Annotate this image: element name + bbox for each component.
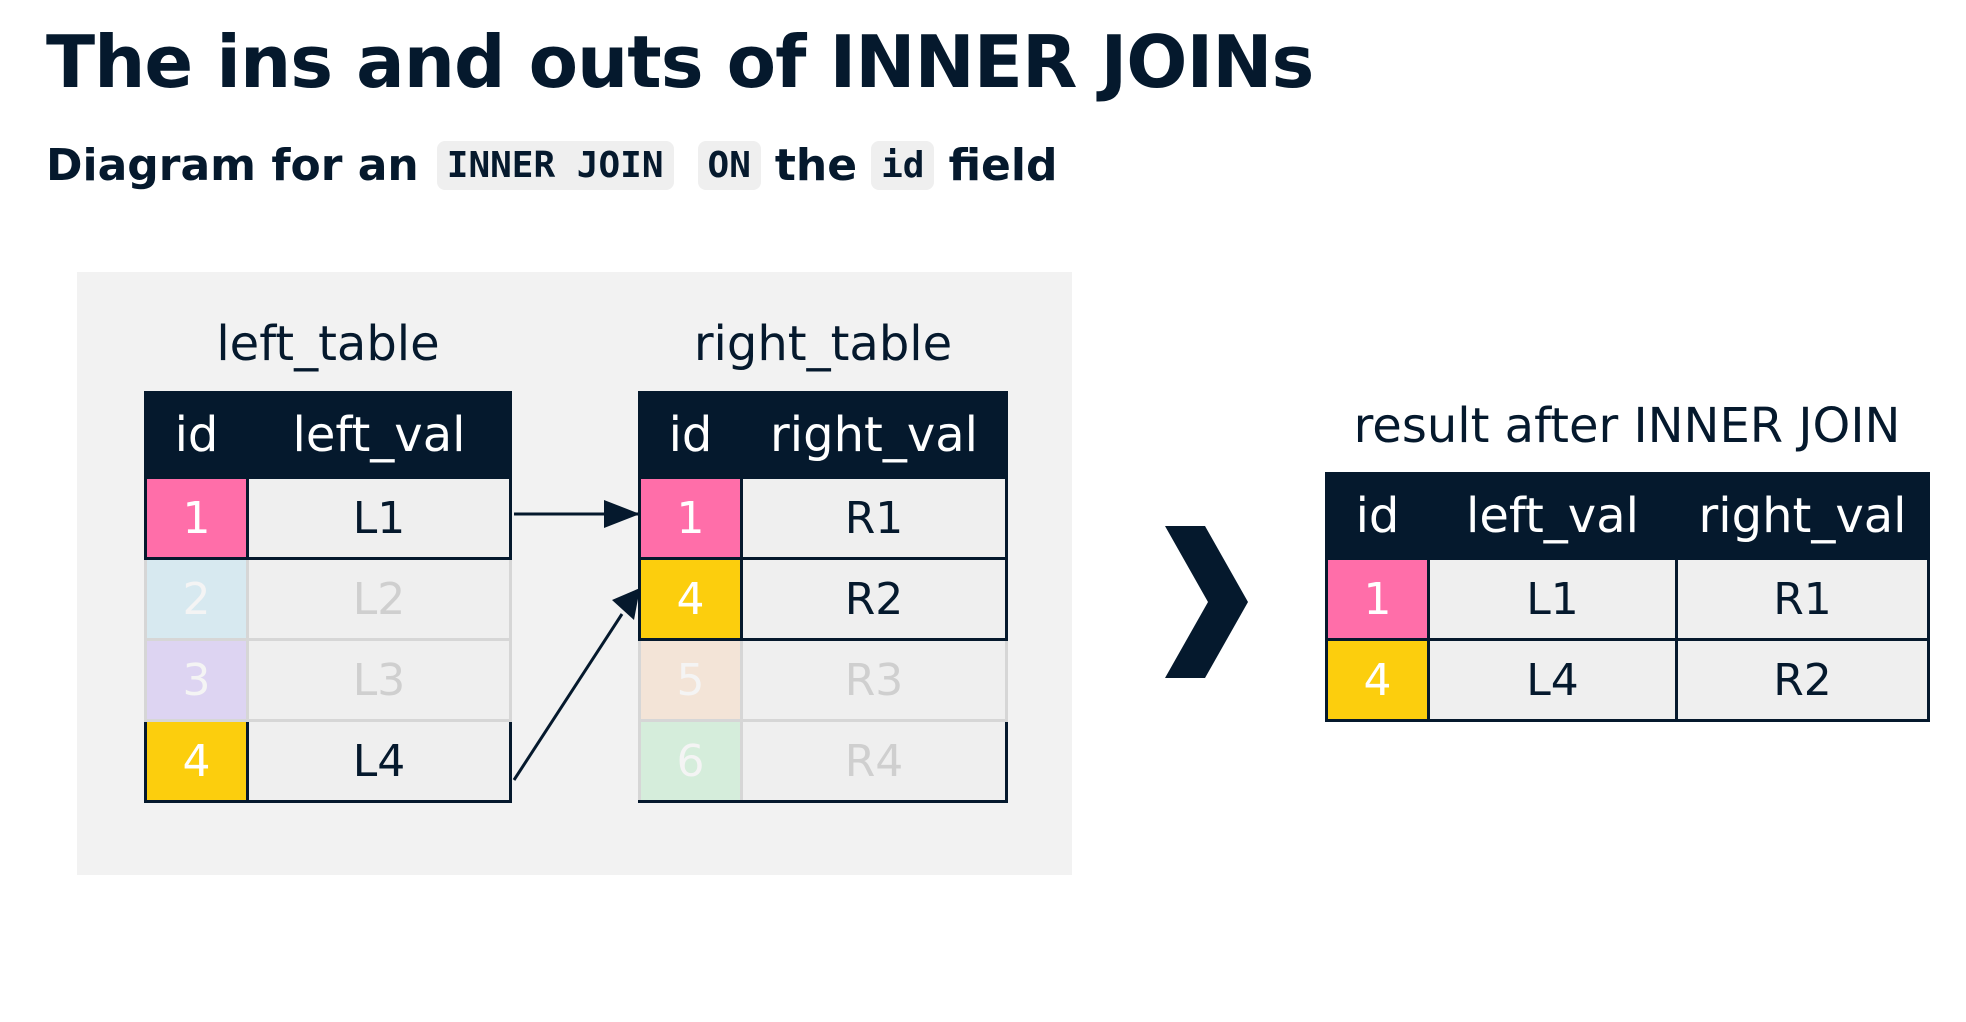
value-cell: R3: [740, 638, 1008, 722]
id-cell: 4: [144, 719, 249, 803]
table-row: 6 R4: [638, 719, 1008, 803]
code-id: id: [871, 140, 935, 190]
subtitle-suffix: field: [948, 139, 1058, 191]
value-cell: L1: [1427, 557, 1678, 641]
id-cell: 4: [1325, 638, 1430, 722]
result-table: id left_val right_val 1 L1 R1 4 L4 R2: [1325, 472, 1930, 722]
table-header-row: id left_val right_val: [1325, 472, 1930, 560]
id-cell: 1: [638, 476, 743, 560]
right-table: id right_val 1 R1 4 R2 5 R3 6 R4: [638, 391, 1008, 803]
column-header: id: [638, 391, 743, 479]
table-header-row: id right_val: [638, 391, 1008, 479]
table-header-row: id left_val: [144, 391, 512, 479]
value-cell: R4: [740, 719, 1008, 803]
page-subtitle: Diagram for an INNER JOIN ON the id fiel…: [46, 132, 1057, 198]
value-cell: R1: [1675, 557, 1930, 641]
table-row: 1 R1: [638, 476, 1008, 560]
arrow-icon: [512, 613, 624, 781]
column-header: id: [144, 391, 249, 479]
result-table-label: result after INNER JOIN: [1353, 398, 1901, 454]
id-cell: 1: [1325, 557, 1430, 641]
value-cell: L2: [246, 557, 512, 641]
id-cell: 5: [638, 638, 743, 722]
value-cell: L3: [246, 638, 512, 722]
id-cell: 2: [144, 557, 249, 641]
right-table-label: right_table: [693, 316, 953, 372]
table-row: 1 L1 R1: [1325, 557, 1930, 641]
left-table: id left_val 1 L1 2 L2 3 L3 4 L4: [144, 391, 512, 803]
subtitle-prefix: Diagram for an: [46, 139, 419, 191]
table-row: 4 R2: [638, 557, 1008, 641]
table-row: 1 L1: [144, 476, 512, 560]
page-title: The ins and outs of INNER JOINs: [46, 20, 1314, 104]
value-cell: R2: [1675, 638, 1930, 722]
arrowhead-icon: [612, 588, 640, 620]
column-header: id: [1325, 472, 1430, 560]
column-header: right_val: [1675, 472, 1930, 560]
value-cell: L4: [246, 719, 512, 803]
value-cell: R2: [740, 557, 1008, 641]
table-row: 5 R3: [638, 638, 1008, 722]
value-cell: L4: [1427, 638, 1678, 722]
id-cell: 4: [638, 557, 743, 641]
table-row: 4 L4 R2: [1325, 638, 1930, 722]
code-inner-join: INNER JOIN: [436, 140, 674, 190]
table-row: 3 L3: [144, 638, 512, 722]
table-row: 4 L4: [144, 719, 512, 803]
left-table-label: left_table: [216, 316, 440, 372]
column-header: right_val: [740, 391, 1008, 479]
subtitle-middle: the: [774, 139, 858, 191]
arrowhead-icon: [604, 500, 640, 528]
column-header: left_val: [246, 391, 512, 479]
id-cell: 6: [638, 719, 743, 803]
column-header: left_val: [1427, 472, 1678, 560]
value-cell: R1: [740, 476, 1008, 560]
value-cell: L1: [246, 476, 512, 560]
code-on: ON: [697, 140, 761, 190]
id-cell: 3: [144, 638, 249, 722]
table-row: 2 L2: [144, 557, 512, 641]
chevron-right-icon: [1165, 526, 1248, 678]
id-cell: 1: [144, 476, 249, 560]
